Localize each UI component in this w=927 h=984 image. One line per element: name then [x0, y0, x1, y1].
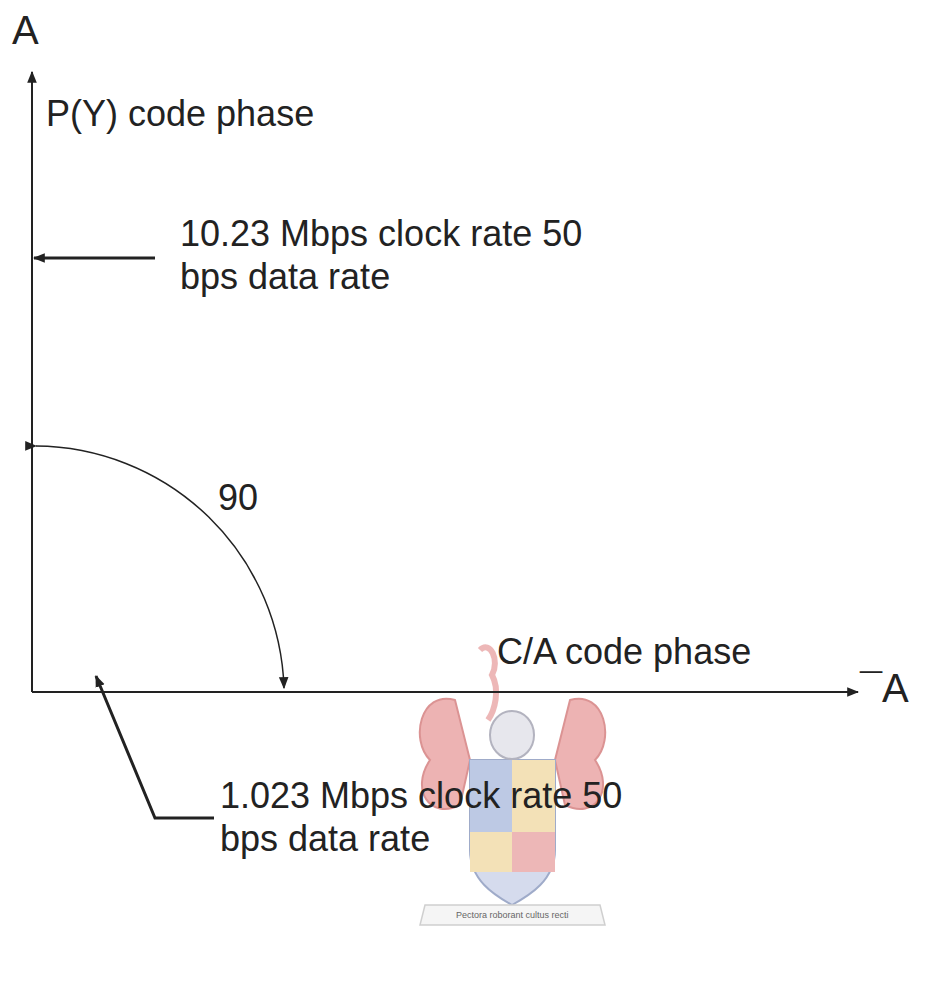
axis-label: ¯A	[860, 664, 909, 712]
axis-title: P(Y) code phase	[46, 92, 314, 135]
axis-title: C/A code phase	[497, 630, 751, 673]
watermark-motto: Pectora roborant cultus recti	[456, 910, 569, 921]
axis-label: A	[12, 6, 39, 54]
vertical-axis	[31, 72, 33, 692]
horizontal-axis	[32, 691, 858, 693]
angle-label: 90	[218, 476, 258, 519]
leader-line	[34, 257, 155, 260]
callout-note: 10.23 Mbps clock rate 50 bps data rate	[180, 212, 585, 298]
angle-arc	[36, 446, 284, 688]
leader-line	[96, 676, 214, 818]
callout-note: 1.023 Mbps clock rate 50 bps data rate	[220, 774, 625, 860]
